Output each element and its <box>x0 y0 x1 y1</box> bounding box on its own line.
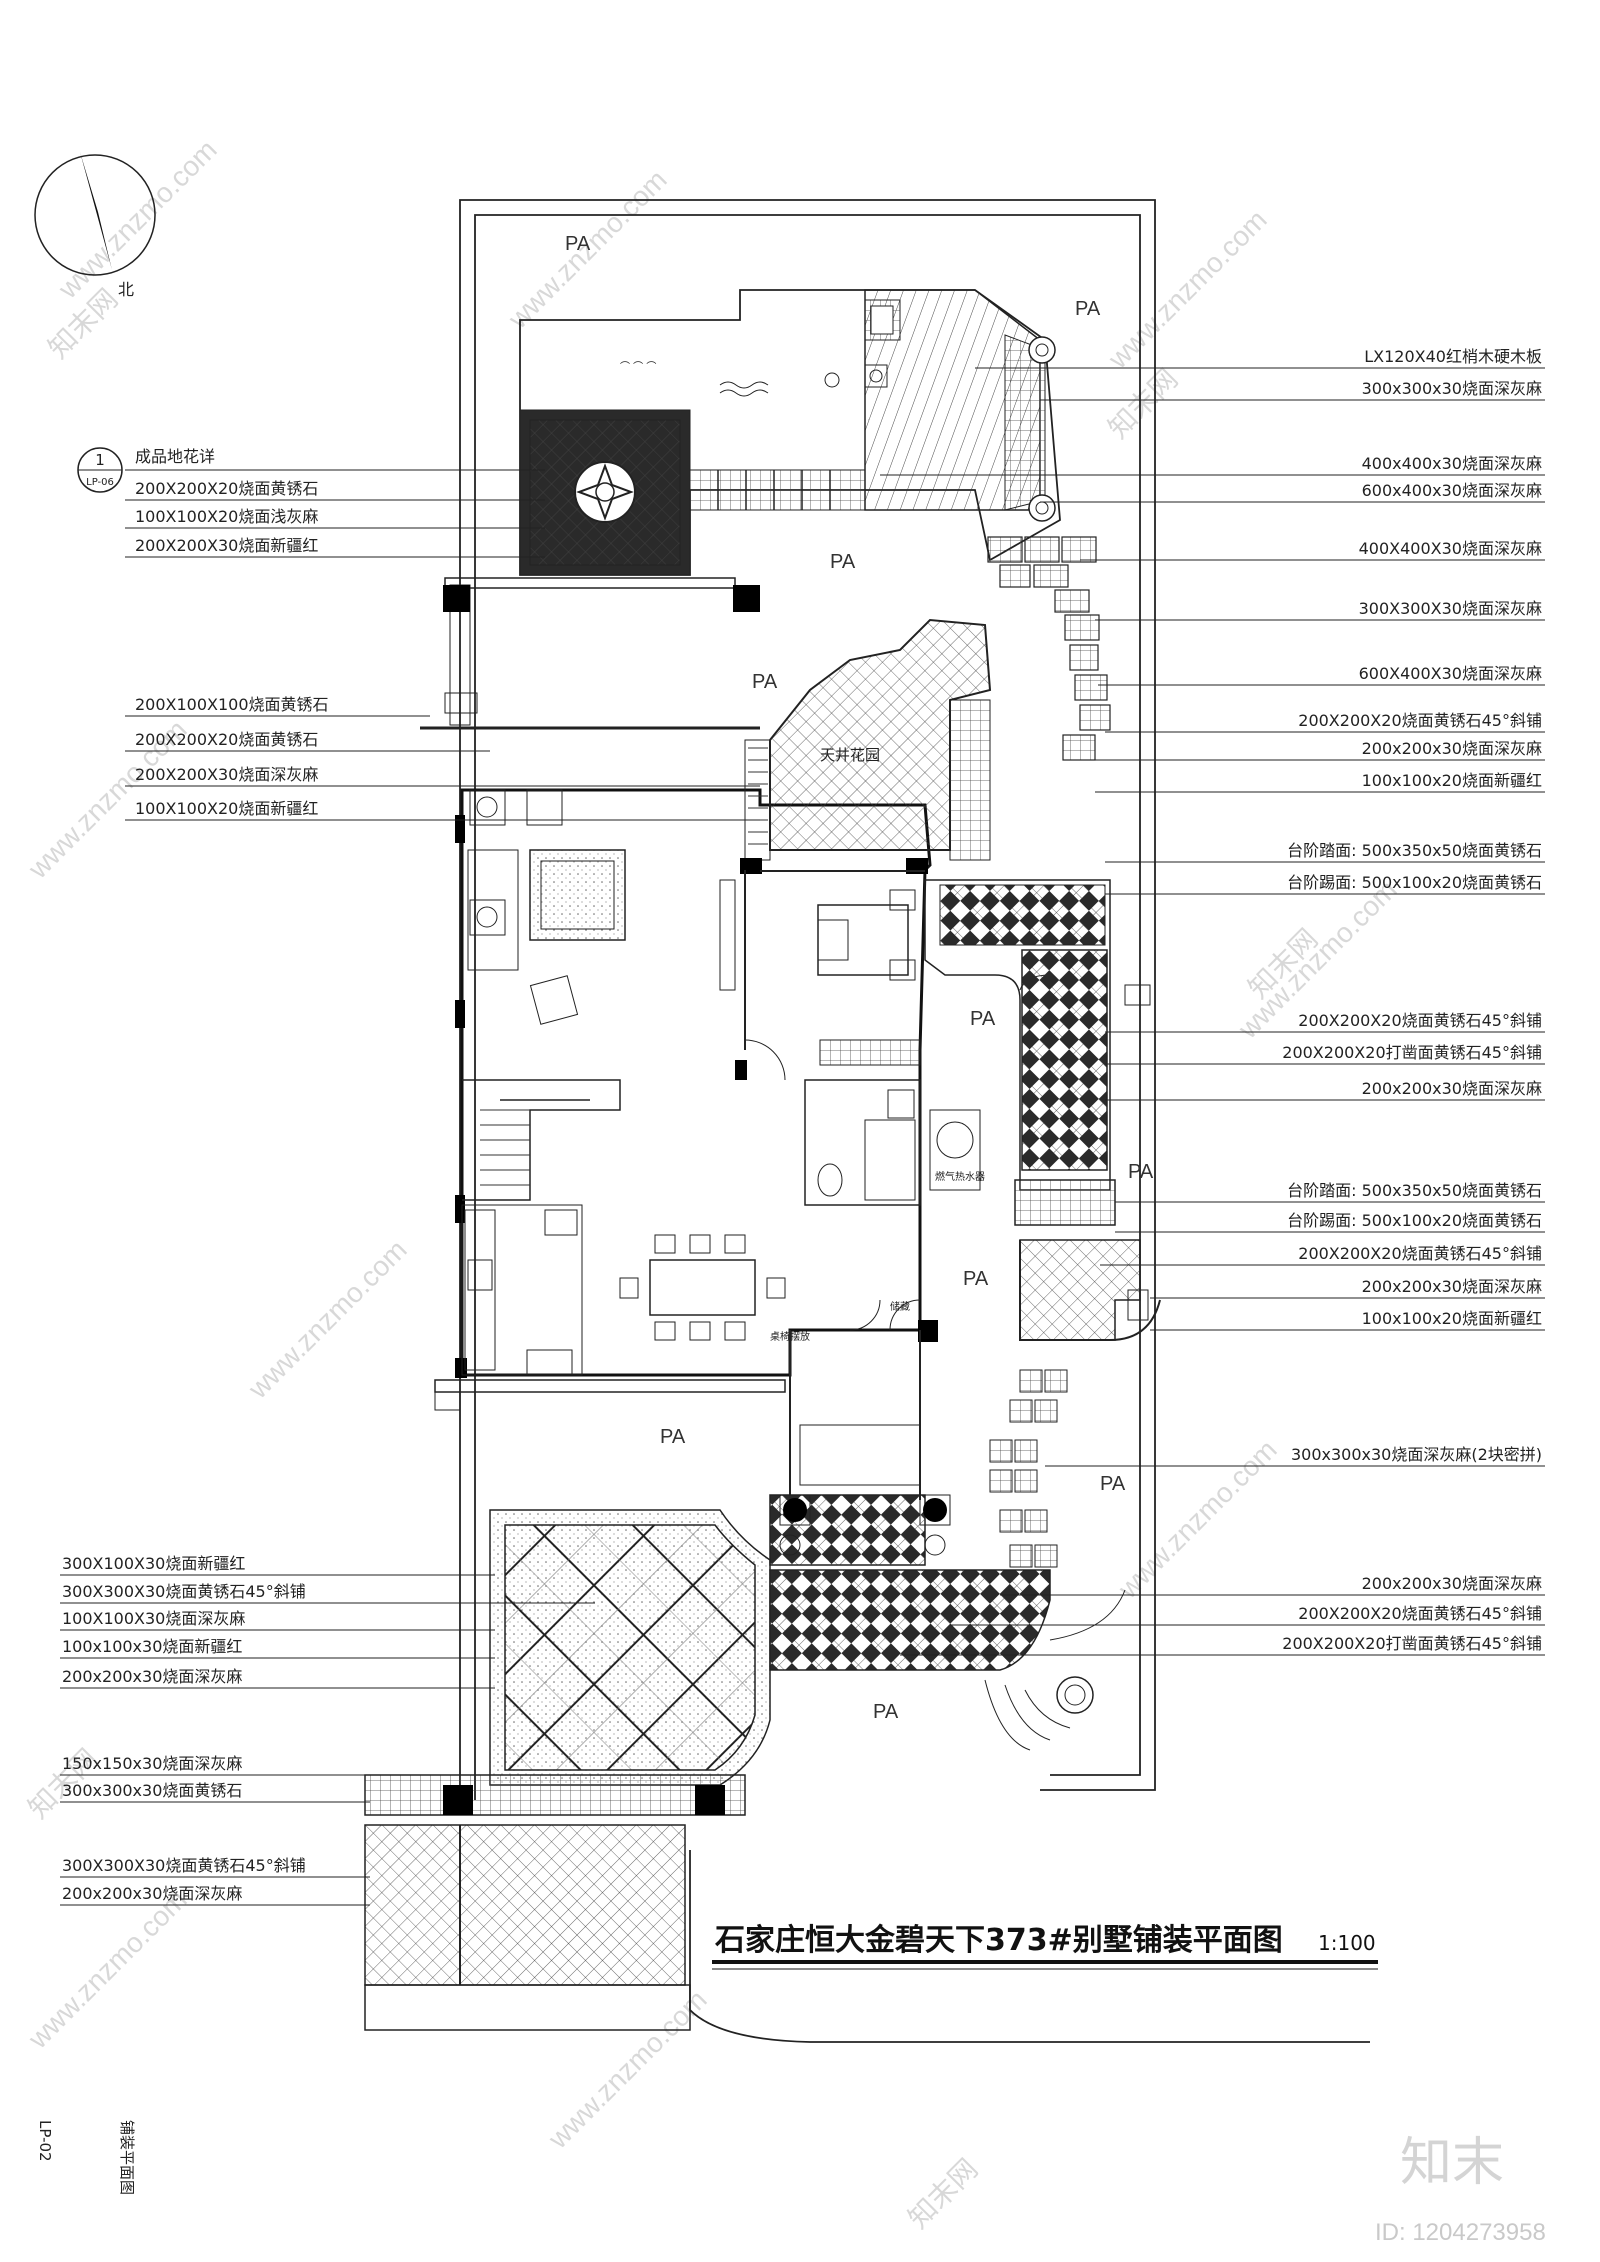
callout-label: 600X400X30烧面深灰麻 <box>1359 664 1542 683</box>
image-id: ID: 1204273958 <box>1375 2219 1546 2246</box>
detail-reference: 1 LP-06 <box>77 447 123 493</box>
callout-label: 150x150x30烧面深灰麻 <box>62 1754 242 1773</box>
callout-label: 200X200X20烧面黄锈石45°斜铺 <box>1298 1011 1542 1030</box>
watermark-brand: 知末网 <box>902 2153 983 2234</box>
mech-label: 燃气热水器 <box>935 1170 985 1183</box>
svg-text:⌒ ⌒ ⌒: ⌒ ⌒ ⌒ <box>620 361 656 373</box>
sheet-side-labels: LP-02 铺装平面图 <box>36 2120 136 2195</box>
callout-label: 200X200X20烧面黄锈石45°斜铺 <box>1298 1604 1542 1623</box>
area-tag: PA <box>1075 298 1101 320</box>
watermark-text: www.znzmo.com <box>22 1884 193 2055</box>
watermark-text: www.znzmo.com <box>52 134 223 305</box>
callout-label: 400x400x30烧面深灰麻 <box>1362 454 1542 473</box>
drawing-scale: 1:100 <box>1318 1931 1376 1955</box>
callout-label: 200X200X20烧面黄锈石45°斜铺 <box>1298 711 1542 730</box>
area-tags: PA PA PA PA PA PA PA PA PA PA <box>565 233 1154 1723</box>
watermark-text: www.znzmo.com <box>1112 1434 1283 1605</box>
callout-label: 200x200x30烧面深灰麻 <box>62 1884 242 1903</box>
area-tag: PA <box>1100 1473 1126 1495</box>
watermark-brand: 知末网 <box>1102 363 1183 444</box>
left-callouts <box>60 469 760 1906</box>
courtyard-label: 天井花园 <box>820 746 880 764</box>
area-tag: PA <box>752 671 778 693</box>
watermark-text: www.znzmo.com <box>242 1234 413 1405</box>
callout-label: 200X200X20打凿面黄锈石45°斜铺 <box>1282 1043 1542 1062</box>
callout-label: 300X100X30烧面新疆红 <box>62 1554 245 1573</box>
callout-label: 300X300X30烧面黄锈石45°斜铺 <box>62 1856 306 1875</box>
callout-label: 台阶踏面: 500x350x50烧面黄锈石 <box>1287 1181 1542 1200</box>
callout-label: 200X200X30烧面新疆红 <box>135 536 318 555</box>
callout-label: 100X100X20烧面新疆红 <box>135 799 318 818</box>
callout-label: 200x200x30烧面深灰麻 <box>1362 1079 1542 1098</box>
brand-logo: 知末 <box>1400 2133 1504 2193</box>
callout-label: 300x300x30烧面深灰麻(2块密拼) <box>1291 1445 1542 1464</box>
house-footprint: 天井花园 <box>420 577 992 1500</box>
south-plazas <box>364 1494 1126 2031</box>
right-callout-labels: LX120X40红梢木硬木板 300x300x30烧面深灰麻 400x400x3… <box>1282 347 1542 1653</box>
callout-label: 200X200X20烧面黄锈石 <box>135 479 318 498</box>
callout-label: 200X200X20烧面黄锈石 <box>135 730 318 749</box>
north-label: 北 <box>118 280 134 299</box>
medallion-plaza <box>519 409 691 576</box>
watermark-text: www.znzmo.com <box>542 1984 713 2155</box>
callout-label: 200x200x30烧面深灰麻 <box>62 1667 242 1686</box>
callout-label: 200x200x30烧面深灰麻 <box>1362 1277 1542 1296</box>
callout-label: 200X200X20烧面黄锈石45°斜铺 <box>1298 1244 1542 1263</box>
callout-label: 300X300X30烧面深灰麻 <box>1359 599 1542 618</box>
callout-label: 100X100X20烧面浅灰麻 <box>135 507 318 526</box>
area-tag: PA <box>873 1701 899 1723</box>
watermark-layer: www.znzmo.com www.znzmo.com www.znzmo.co… <box>22 134 1403 2234</box>
callout-label: 100x100x20烧面新疆红 <box>1362 771 1542 790</box>
callout-label: 200X100X100烧面黄锈石 <box>135 695 329 714</box>
brand-mark: 知末 ID: 1204273958 <box>1375 2133 1546 2246</box>
callout-label: 600x400x30烧面深灰麻 <box>1362 481 1542 500</box>
callout-label: 100X100X30烧面深灰麻 <box>62 1609 245 1628</box>
area-tag: PA <box>660 1426 686 1448</box>
sheet-name: 铺装平面图 <box>118 2120 136 2195</box>
callout-label: 300x300x30烧面黄锈石 <box>62 1781 242 1800</box>
stepping-stones-ne <box>987 536 1111 761</box>
left-callout-labels: 成品地花详 200X200X20烧面黄锈石 100X100X20烧面浅灰麻 20… <box>62 447 329 1903</box>
area-tag: PA <box>1128 1161 1154 1183</box>
callout-label: 200x200x30烧面深灰麻 <box>1362 1574 1542 1593</box>
callout-label: 300X300X30烧面黄锈石45°斜铺 <box>62 1582 306 1601</box>
area-tag: PA <box>970 1008 996 1030</box>
callout-label: 200x200x30烧面深灰麻 <box>1362 739 1542 758</box>
right-callouts <box>880 367 1545 1656</box>
callout-label: LX120X40红梢木硬木板 <box>1364 347 1542 366</box>
callout-label: 200X200X20打凿面黄锈石45°斜铺 <box>1282 1634 1542 1653</box>
callout-label: 100x100x20烧面新疆红 <box>1362 1309 1542 1328</box>
title-block: 石家庄恒大金碧天下373#别墅铺装平面图 1:100 <box>712 1923 1378 1970</box>
callout-label: 台阶踢面: 500x100x20烧面黄锈石 <box>1287 873 1542 892</box>
callout-label: 400X400X30烧面深灰麻 <box>1359 539 1542 558</box>
area-tag: PA <box>963 1268 989 1290</box>
north-terrace: ⌒ ⌒ ⌒ <box>519 289 1061 576</box>
watermark-text: www.znzmo.com <box>1102 204 1273 375</box>
callout-label: 成品地花详 <box>135 447 215 466</box>
callout-label: 300x300x30烧面深灰麻 <box>1362 379 1542 398</box>
detail-ref-number: 1 <box>95 451 105 469</box>
drawing-title: 石家庄恒大金碧天下373#别墅铺装平面图 <box>714 1923 1283 1958</box>
callout-label: 台阶踏面: 500x350x50烧面黄锈石 <box>1287 841 1542 860</box>
sheet-code: LP-02 <box>36 2120 54 2162</box>
callout-label: 台阶踢面: 500x100x20烧面黄锈石 <box>1287 1211 1542 1230</box>
east-path <box>924 879 1161 1568</box>
site-boundary <box>459 199 1370 2043</box>
detail-ref-sheet: LP-06 <box>86 477 114 488</box>
callout-label: 100x100x30烧面新疆红 <box>62 1637 242 1656</box>
area-tag: PA <box>565 233 591 255</box>
callout-label: 200X200X30烧面深灰麻 <box>135 765 318 784</box>
area-tag: PA <box>830 551 856 573</box>
store-label: 储藏 <box>890 1300 910 1313</box>
north-arrow: 北 <box>34 152 156 299</box>
